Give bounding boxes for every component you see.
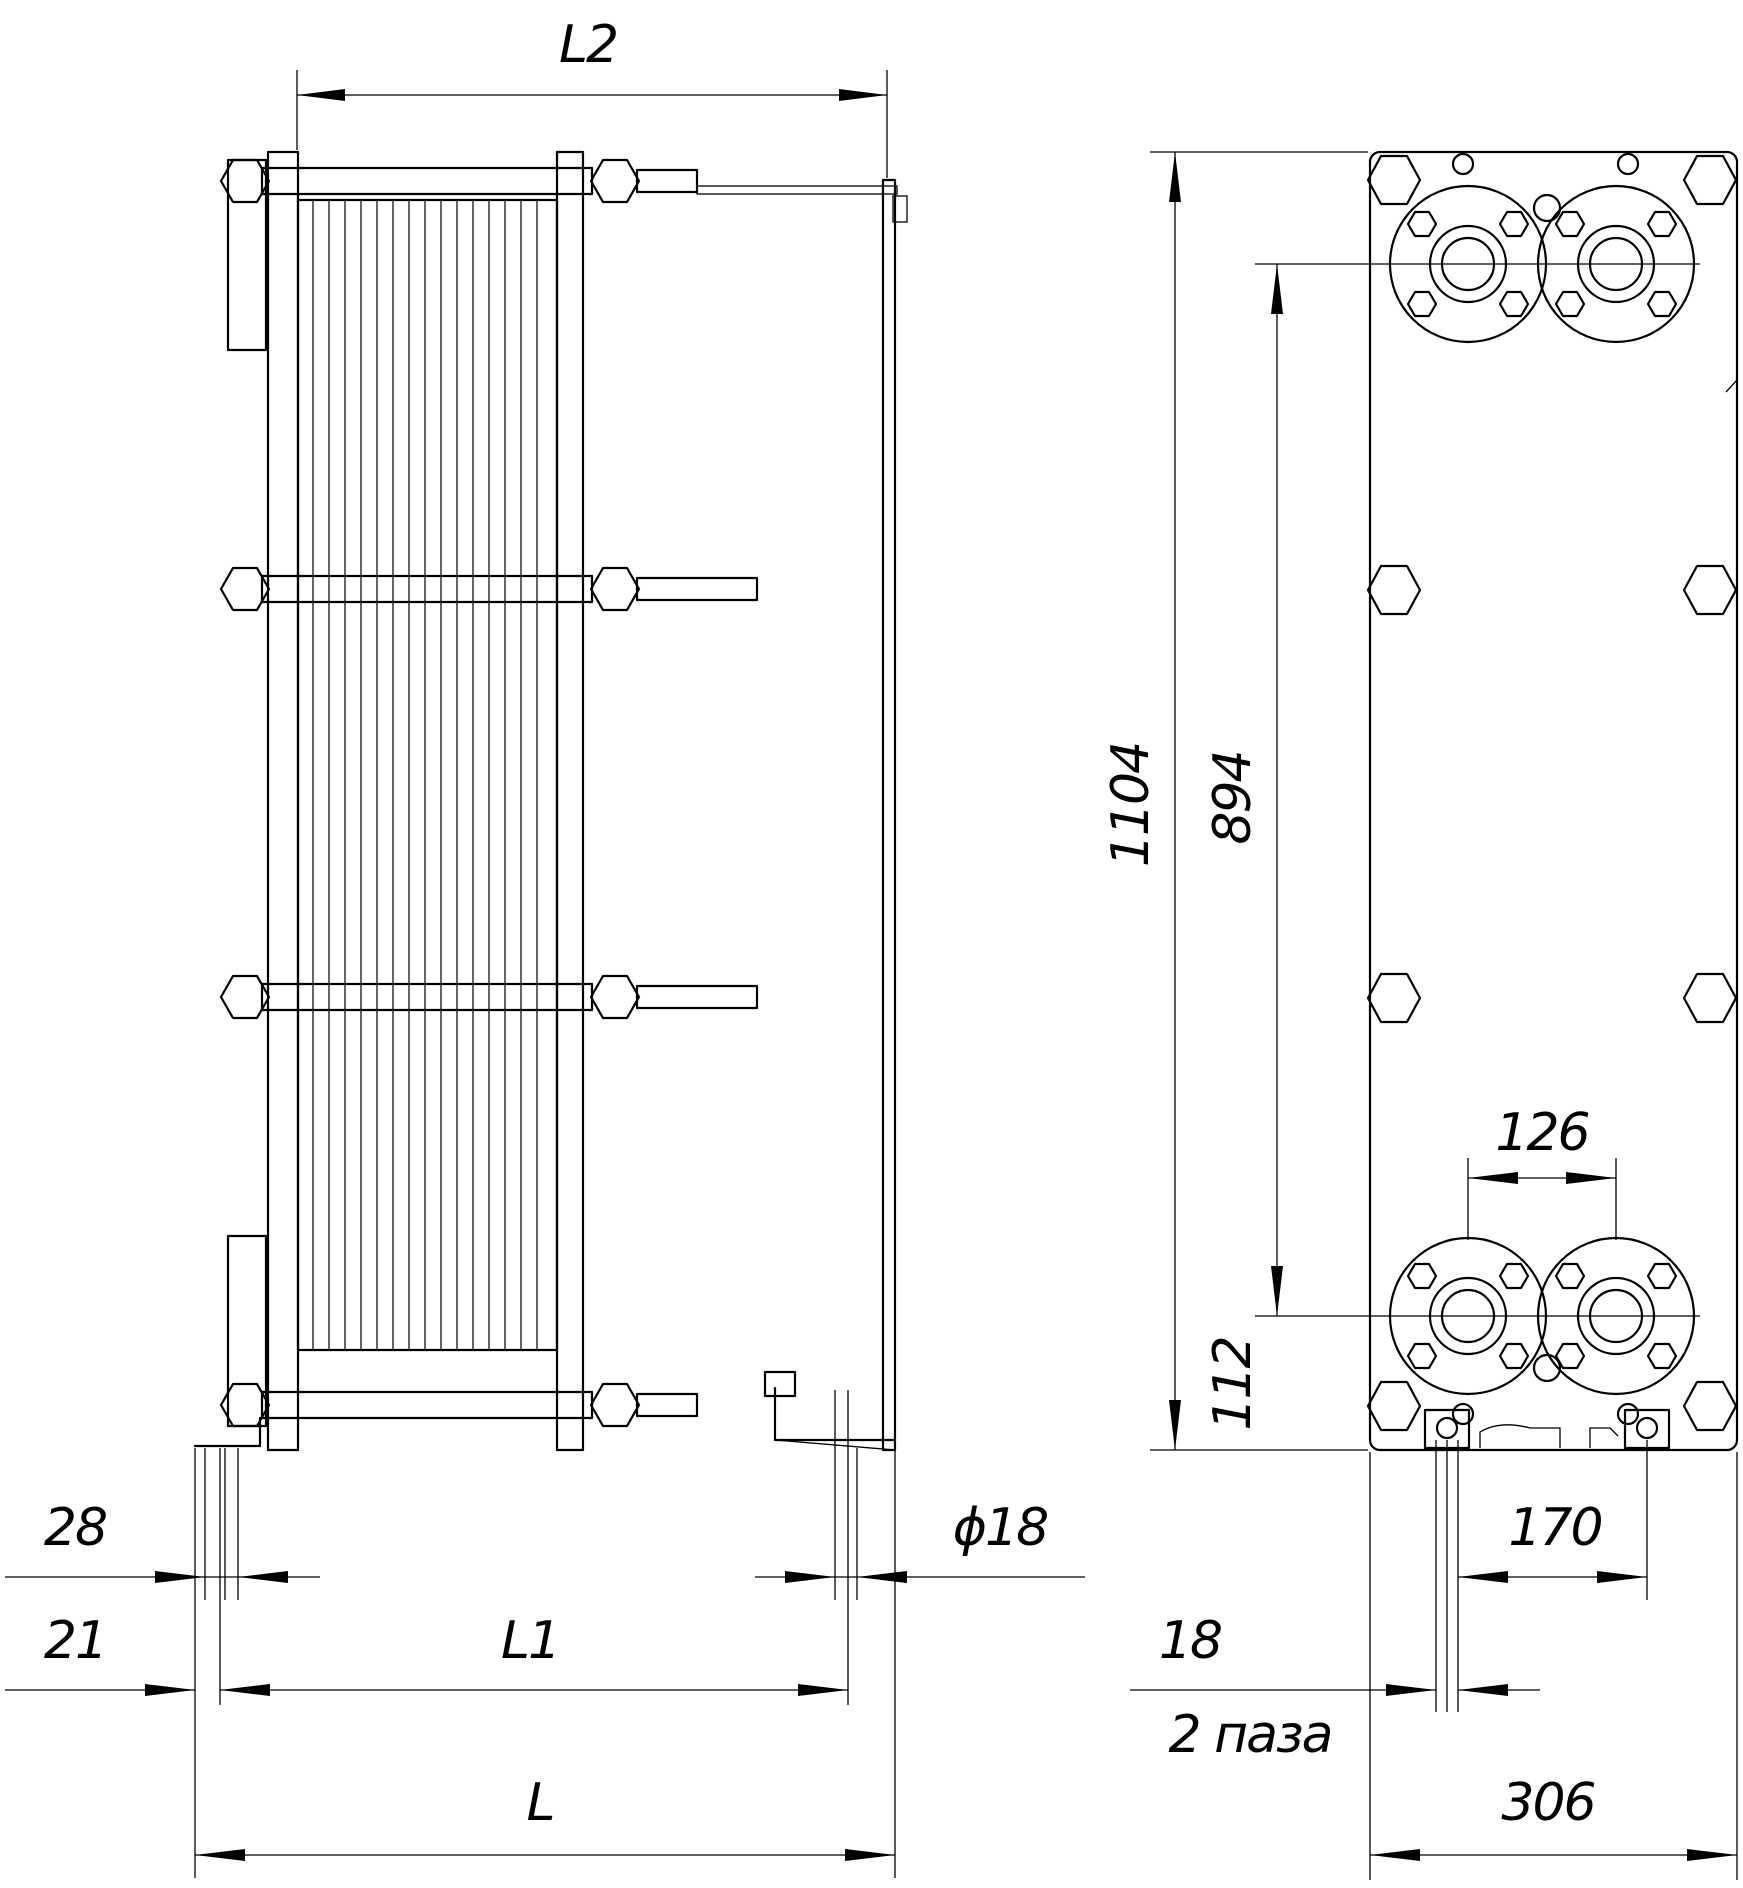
dimension-L2: L2 <box>296 15 888 178</box>
dimension-894: 894 <box>1203 263 1700 1317</box>
front-view: 1104 894 112 126 <box>1101 150 1739 1880</box>
plate-pack <box>296 198 559 1352</box>
dimension-phi18: ϕ18 <box>755 1390 1085 1705</box>
side-view: L2 28 21 L1 <box>5 15 1085 1878</box>
dimension-306: 306 <box>1370 1452 1738 1880</box>
label-phi18: ϕ18 <box>953 1498 1047 1558</box>
label-L1: L1 <box>501 1611 559 1671</box>
tie-bolt-2 <box>219 566 759 612</box>
label-170: 170 <box>1508 1498 1601 1558</box>
tie-bolt-bottom <box>219 1382 699 1428</box>
dimension-1104: 1104 <box>1101 151 1368 1451</box>
label-21: 21 <box>44 1611 106 1671</box>
tie-bolt-3 <box>219 974 759 1020</box>
label-28: 28 <box>44 1498 106 1558</box>
label-112: 112 <box>1203 1337 1263 1430</box>
dimension-18: 18 2 паза <box>1130 1440 1540 1880</box>
label-18: 18 <box>1159 1611 1221 1671</box>
label-L: L <box>527 1773 554 1833</box>
label-2-slots: 2 паза <box>1169 1705 1332 1765</box>
dimension-28: 28 <box>5 1448 320 1615</box>
label-126: 126 <box>1495 1103 1588 1163</box>
feet-slots <box>1423 1408 1671 1450</box>
tie-bolt-top <box>219 158 898 204</box>
fixed-frame-plate <box>266 150 300 1452</box>
label-L2: L2 <box>559 15 617 75</box>
dimension-21: 21 L1 <box>5 1448 848 1705</box>
label-894: 894 <box>1203 751 1263 844</box>
pressure-plate <box>555 150 585 1452</box>
dimension-L: L <box>194 1450 896 1878</box>
support-column <box>763 178 908 1452</box>
label-1104: 1104 <box>1101 743 1161 867</box>
dimension-126: 126 <box>1467 1103 1617 1240</box>
frame-outline <box>1368 150 1739 1452</box>
label-306: 306 <box>1501 1773 1594 1833</box>
dimension-170: 170 <box>1446 1440 1648 1712</box>
left-foot <box>193 1416 262 1448</box>
dimension-112: 112 <box>1203 1337 1263 1430</box>
